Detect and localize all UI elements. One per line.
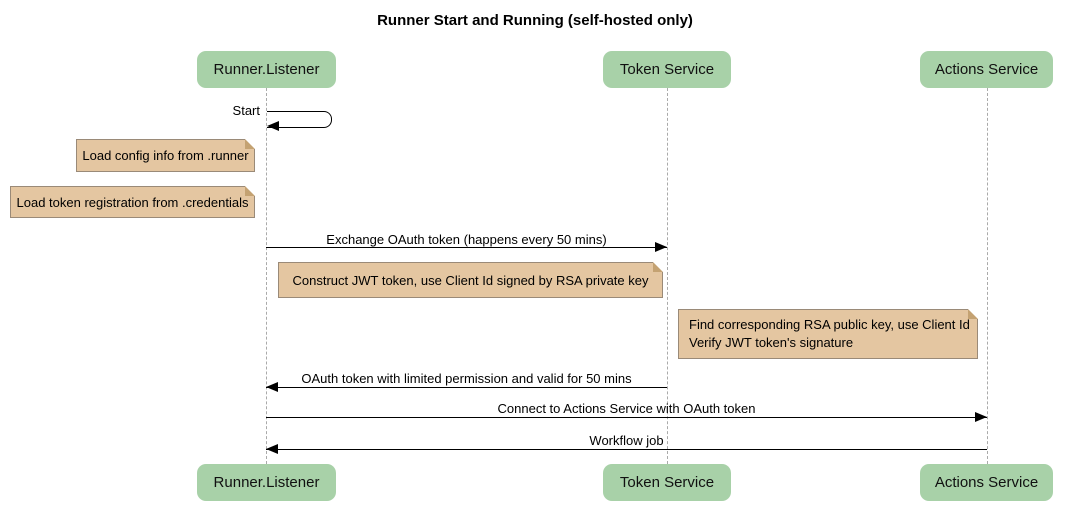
message-line-workflow — [266, 449, 987, 450]
arrowhead-connect — [975, 412, 987, 422]
message-label-connect: Connect to Actions Service with OAuth to… — [497, 401, 756, 416]
message-label-oauth-return: OAuth token with limited permission and … — [301, 371, 632, 386]
note-load-credentials: Load token registration from .credential… — [10, 186, 255, 218]
lifeline-actions-service — [987, 88, 988, 464]
message-label-start: Start — [232, 103, 260, 118]
lifeline-token-service — [667, 88, 668, 464]
arrowhead-oauth-return — [266, 382, 278, 392]
self-message-arrow-start — [267, 111, 332, 128]
note-verify-jwt: Find corresponding RSA public key, use C… — [678, 309, 978, 359]
arrowhead-start — [267, 121, 279, 131]
note-line-1: Find corresponding RSA public key, use C… — [689, 317, 970, 332]
note-text: Load token registration from .credential… — [16, 194, 249, 210]
note-load-config: Load config info from .runner — [76, 139, 255, 172]
note-line-2: Verify JWT token's signature — [689, 335, 854, 350]
lifeline-runner-listener — [266, 88, 267, 464]
participant-label: Token Service — [619, 61, 715, 78]
participant-bottom-actions-service: Actions Service — [920, 464, 1053, 501]
participant-top-actions-service: Actions Service — [920, 51, 1053, 88]
arrowhead-exchange — [655, 242, 667, 252]
arrowhead-workflow — [266, 444, 278, 454]
participant-label: Runner.Listener — [213, 474, 320, 491]
participant-top-token-service: Token Service — [603, 51, 731, 88]
note-construct-jwt: Construct JWT token, use Client Id signe… — [278, 262, 663, 298]
participant-label: Runner.Listener — [213, 61, 320, 78]
message-line-connect — [266, 417, 987, 418]
note-text: Find corresponding RSA public key, use C… — [689, 316, 970, 352]
participant-label: Token Service — [619, 474, 715, 491]
diagram-title: Runner Start and Running (self-hosted on… — [377, 12, 693, 29]
message-label-exchange: Exchange OAuth token (happens every 50 m… — [326, 232, 607, 247]
message-label-workflow: Workflow job — [589, 433, 664, 448]
note-text: Construct JWT token, use Client Id signe… — [292, 272, 649, 288]
participant-label: Actions Service — [934, 61, 1039, 78]
participant-bottom-token-service: Token Service — [603, 464, 731, 501]
participant-bottom-runner-listener: Runner.Listener — [197, 464, 336, 501]
note-text: Load config info from .runner — [82, 148, 249, 163]
message-line-oauth-return — [266, 387, 667, 388]
participant-label: Actions Service — [934, 474, 1039, 491]
participant-top-runner-listener: Runner.Listener — [197, 51, 336, 88]
message-line-exchange — [266, 247, 667, 248]
